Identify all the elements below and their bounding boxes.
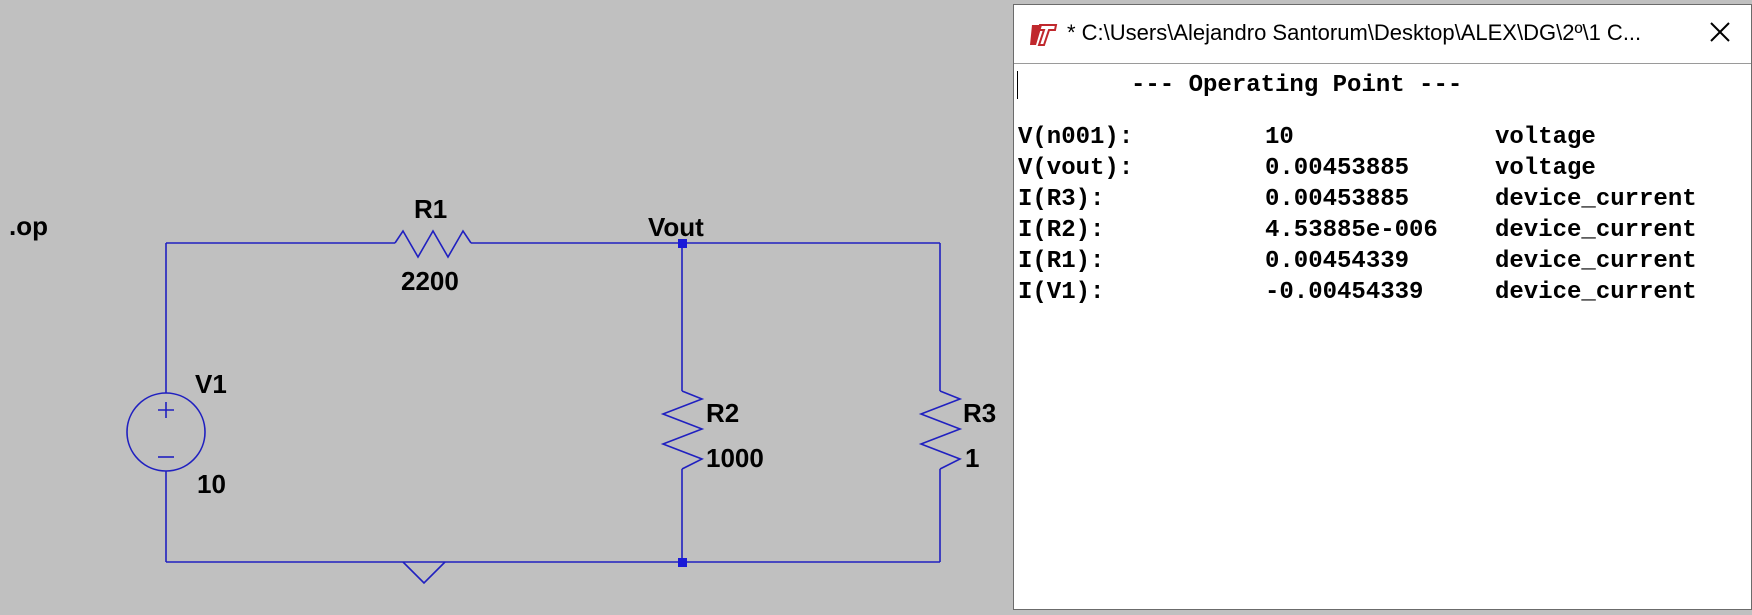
op-row-value: 4.53885e-006 [1265, 217, 1438, 244]
circuit-drawing [126, 229, 963, 585]
window-titlebar[interactable]: * C:\Users\Alejandro Santorum\Desktop\AL… [1014, 5, 1751, 64]
operating-point-header: --- Operating Point --- [1131, 72, 1463, 99]
r1-name-label[interactable]: R1 [414, 194, 448, 224]
op-row-type: voltage [1495, 155, 1596, 182]
v1-plus-sign [158, 402, 174, 418]
op-row-value: -0.00454339 [1265, 279, 1424, 306]
text-caret [1017, 71, 1018, 99]
v1-symbol [126, 392, 206, 472]
v1-name-label[interactable]: V1 [195, 369, 227, 399]
op-row-name: V(n001): [1018, 124, 1134, 151]
r3-value-label[interactable]: 1 [965, 443, 980, 473]
op-row-vn001: V(n001): 10 voltage [1018, 124, 1748, 155]
ltspice-logo-icon [1028, 21, 1058, 49]
window-title: * C:\Users\Alejandro Santorum\Desktop\AL… [1067, 20, 1642, 45]
op-row-type: device_current [1495, 217, 1697, 244]
op-row-name: I(R3): [1018, 186, 1105, 213]
r2-name-label[interactable]: R2 [706, 398, 740, 428]
operating-point-text-area[interactable]: --- Operating Point --- V(n001): 10 volt… [1014, 64, 1751, 609]
op-row-type: device_current [1495, 279, 1697, 306]
r3-name-label[interactable]: R3 [963, 398, 997, 428]
op-row-type: device_current [1495, 248, 1697, 275]
op-row-value: 10 [1265, 124, 1294, 151]
op-row-iv1: I(V1): -0.00454339 device_current [1018, 279, 1748, 310]
r2-symbol [660, 390, 705, 470]
op-row-name: I(V1): [1018, 279, 1105, 306]
op-row-ir1: I(R1): 0.00454339 device_current [1018, 248, 1748, 279]
op-row-ir3: I(R3): 0.00453885 device_current [1018, 186, 1748, 217]
ground-symbol [402, 561, 446, 585]
r1-symbol [394, 229, 472, 259]
vout-net-label[interactable]: Vout [648, 212, 704, 242]
op-row-value: 0.00453885 [1265, 186, 1410, 213]
vout-junction [678, 239, 687, 248]
op-row-type: voltage [1495, 124, 1596, 151]
close-button[interactable] [1697, 13, 1743, 55]
op-row-value: 0.00454339 [1265, 248, 1410, 275]
op-row-type: device_current [1495, 186, 1697, 213]
op-row-name: I(R2): [1018, 217, 1105, 244]
op-directive[interactable]: .op [9, 211, 48, 241]
op-row-vvout: V(vout): 0.00453885 voltage [1018, 155, 1748, 186]
op-row-name: V(vout): [1018, 155, 1134, 182]
op-row-value: 0.00453885 [1265, 155, 1410, 182]
schematic-canvas[interactable]: .op R1 2200 Vout R2 1000 R3 1 V1 10 [0, 0, 1014, 610]
op-row-ir2: I(R2): 4.53885e-006 device_current [1018, 217, 1748, 248]
close-icon [1709, 21, 1731, 48]
operating-point-window[interactable]: * C:\Users\Alejandro Santorum\Desktop\AL… [1013, 4, 1752, 610]
r3-symbol [918, 390, 963, 470]
v1-value-label[interactable]: 10 [197, 469, 226, 499]
r1-value-label[interactable]: 2200 [401, 266, 459, 296]
r2-value-label[interactable]: 1000 [706, 443, 764, 473]
op-row-name: I(R1): [1018, 248, 1105, 275]
bottom-junction [678, 558, 687, 567]
